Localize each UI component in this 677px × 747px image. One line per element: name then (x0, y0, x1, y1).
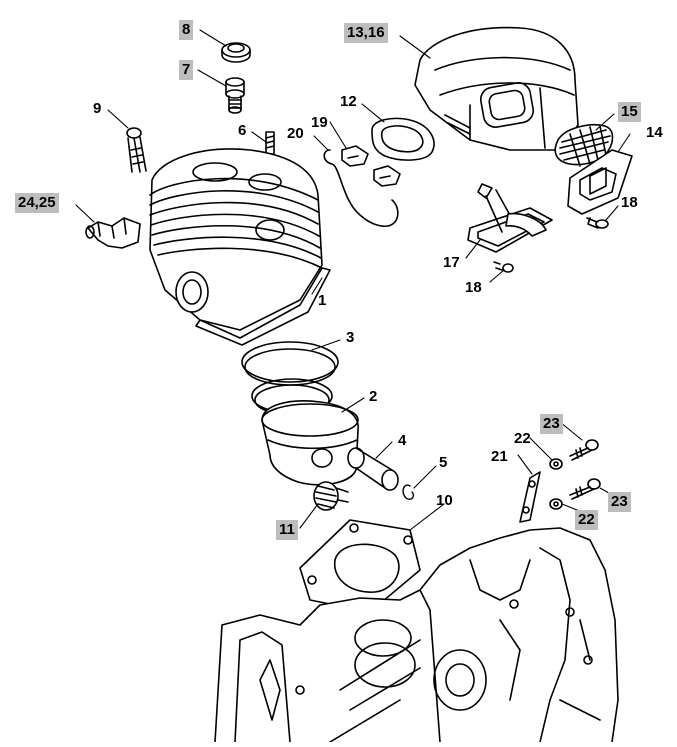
callout-15: 15 (618, 102, 641, 122)
crankcase (214, 527, 619, 743)
callout-23-lower: 23 (608, 492, 631, 512)
callout-8: 8 (179, 20, 194, 40)
callout-19: 19 (311, 114, 328, 131)
callout-9: 9 (93, 100, 102, 117)
callout-21: 21 (491, 448, 508, 465)
part-24-25-spark-plug (85, 217, 141, 249)
callout-17: 17 (443, 254, 460, 271)
callout-18-upper: 18 (621, 194, 638, 211)
callout-10: 10 (436, 492, 453, 509)
callout-2: 2 (369, 388, 378, 405)
callout-12: 12 (340, 93, 357, 110)
part-14-cover (567, 149, 633, 215)
callout-24-25: 24,25 (15, 193, 59, 213)
callout-22-upper: 22 (514, 430, 531, 447)
callout-4: 4 (398, 432, 407, 449)
part-4-piston-pin (347, 447, 399, 491)
callout-6: 6 (238, 122, 247, 139)
part-11-needle-cage (313, 481, 349, 511)
part-8-ring-nut (221, 42, 251, 63)
part-22-washers (549, 458, 563, 510)
callout-7: 7 (179, 60, 194, 80)
callout-23-upper: 23 (540, 414, 563, 434)
part-18-screw-lower (493, 261, 514, 273)
part-6-stud (265, 131, 275, 155)
part-3-piston-rings (241, 341, 339, 416)
part-17-intake (467, 183, 553, 253)
part-21-strap (519, 471, 541, 523)
part-18-screw-upper (586, 217, 609, 229)
leader-lines (75, 29, 631, 531)
callout-1: 1 (318, 292, 327, 309)
part-1-cylinder (149, 148, 331, 346)
part-9-screw (126, 127, 147, 173)
callout-3: 3 (346, 329, 355, 346)
callout-20: 20 (287, 125, 304, 142)
part-19-clips (341, 145, 401, 187)
part-20-spring (323, 149, 399, 227)
part-7-valve (225, 77, 245, 114)
part-2-piston (261, 400, 359, 486)
callout-22-lower: 22 (575, 510, 598, 530)
callout-11: 11 (276, 520, 298, 540)
part-13-16-shroud (414, 26, 579, 151)
part-5-circlip (402, 484, 415, 501)
callout-5: 5 (439, 454, 448, 471)
part-15-screen (554, 124, 614, 167)
callout-14: 14 (646, 124, 663, 141)
callout-13-16: 13,16 (344, 23, 388, 43)
callout-18-lower: 18 (465, 279, 482, 296)
part-23-screws (569, 439, 601, 500)
part-12-gasket (371, 117, 435, 161)
